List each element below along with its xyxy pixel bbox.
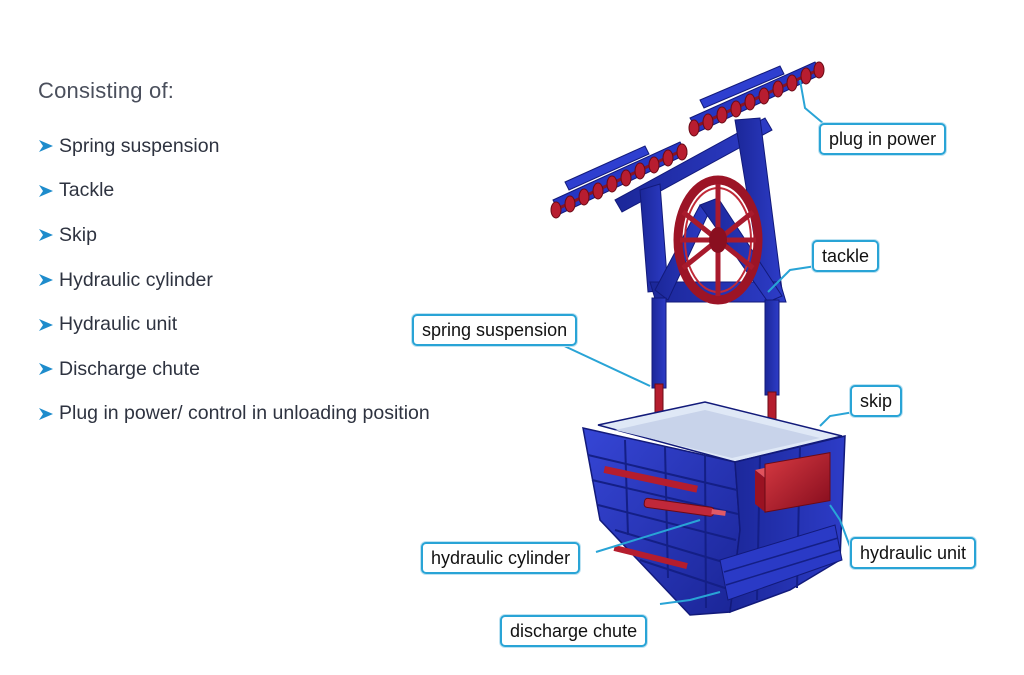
list-item-label: Hydraulic cylinder bbox=[59, 268, 213, 291]
callout-plug-in-power: plug in power bbox=[819, 123, 947, 155]
list-item: Tackle bbox=[38, 169, 430, 214]
callout-spring-suspension: spring suspension bbox=[412, 314, 578, 346]
hydraulic-cylinder bbox=[643, 497, 726, 517]
callout-tackle: tackle bbox=[812, 240, 880, 272]
list-item: Plug in power/ control in unloading posi… bbox=[38, 392, 430, 437]
list-item: Discharge chute bbox=[38, 347, 430, 392]
pulley-wheel bbox=[673, 175, 763, 305]
arrow-bullet-icon bbox=[39, 363, 53, 376]
list-item-label: Spring suspension bbox=[59, 134, 220, 157]
component-list: Spring suspension Tackle Skip Hydraulic … bbox=[38, 124, 430, 436]
callout-discharge-chute: discharge chute bbox=[500, 615, 648, 647]
list-item: Hydraulic cylinder bbox=[38, 258, 430, 303]
heading: Consisting of: bbox=[38, 78, 175, 103]
tackle-frame bbox=[614, 117, 787, 303]
arrow-bullet-icon bbox=[39, 140, 53, 153]
list-item: Skip bbox=[38, 213, 430, 258]
callout-hydraulic-cylinder: hydraulic cylinder bbox=[421, 542, 581, 574]
hydraulic-unit bbox=[755, 452, 831, 513]
list-item: Spring suspension bbox=[38, 124, 430, 169]
list-item-label: Tackle bbox=[59, 179, 115, 202]
plug-in-power-rails bbox=[550, 61, 825, 219]
list-item: Hydraulic unit bbox=[38, 302, 430, 347]
spring-suspension bbox=[651, 297, 780, 429]
list-item-label: Skip bbox=[59, 223, 97, 246]
callout-skip: skip bbox=[850, 385, 903, 417]
arrow-bullet-icon bbox=[39, 407, 53, 420]
list-item-label: Discharge chute bbox=[59, 357, 200, 380]
skip-bucket bbox=[582, 401, 846, 616]
list-item-label: Hydraulic unit bbox=[59, 313, 178, 336]
arrow-bullet-icon bbox=[39, 184, 53, 197]
arrow-bullet-icon bbox=[39, 274, 53, 287]
arrow-bullet-icon bbox=[39, 229, 53, 242]
leader-lines bbox=[559, 79, 855, 605]
arrow-bullet-icon bbox=[39, 318, 53, 331]
callout-hydraulic-unit: hydraulic unit bbox=[850, 537, 977, 569]
list-item-label: Plug in power/ control in unloading posi… bbox=[59, 402, 430, 425]
